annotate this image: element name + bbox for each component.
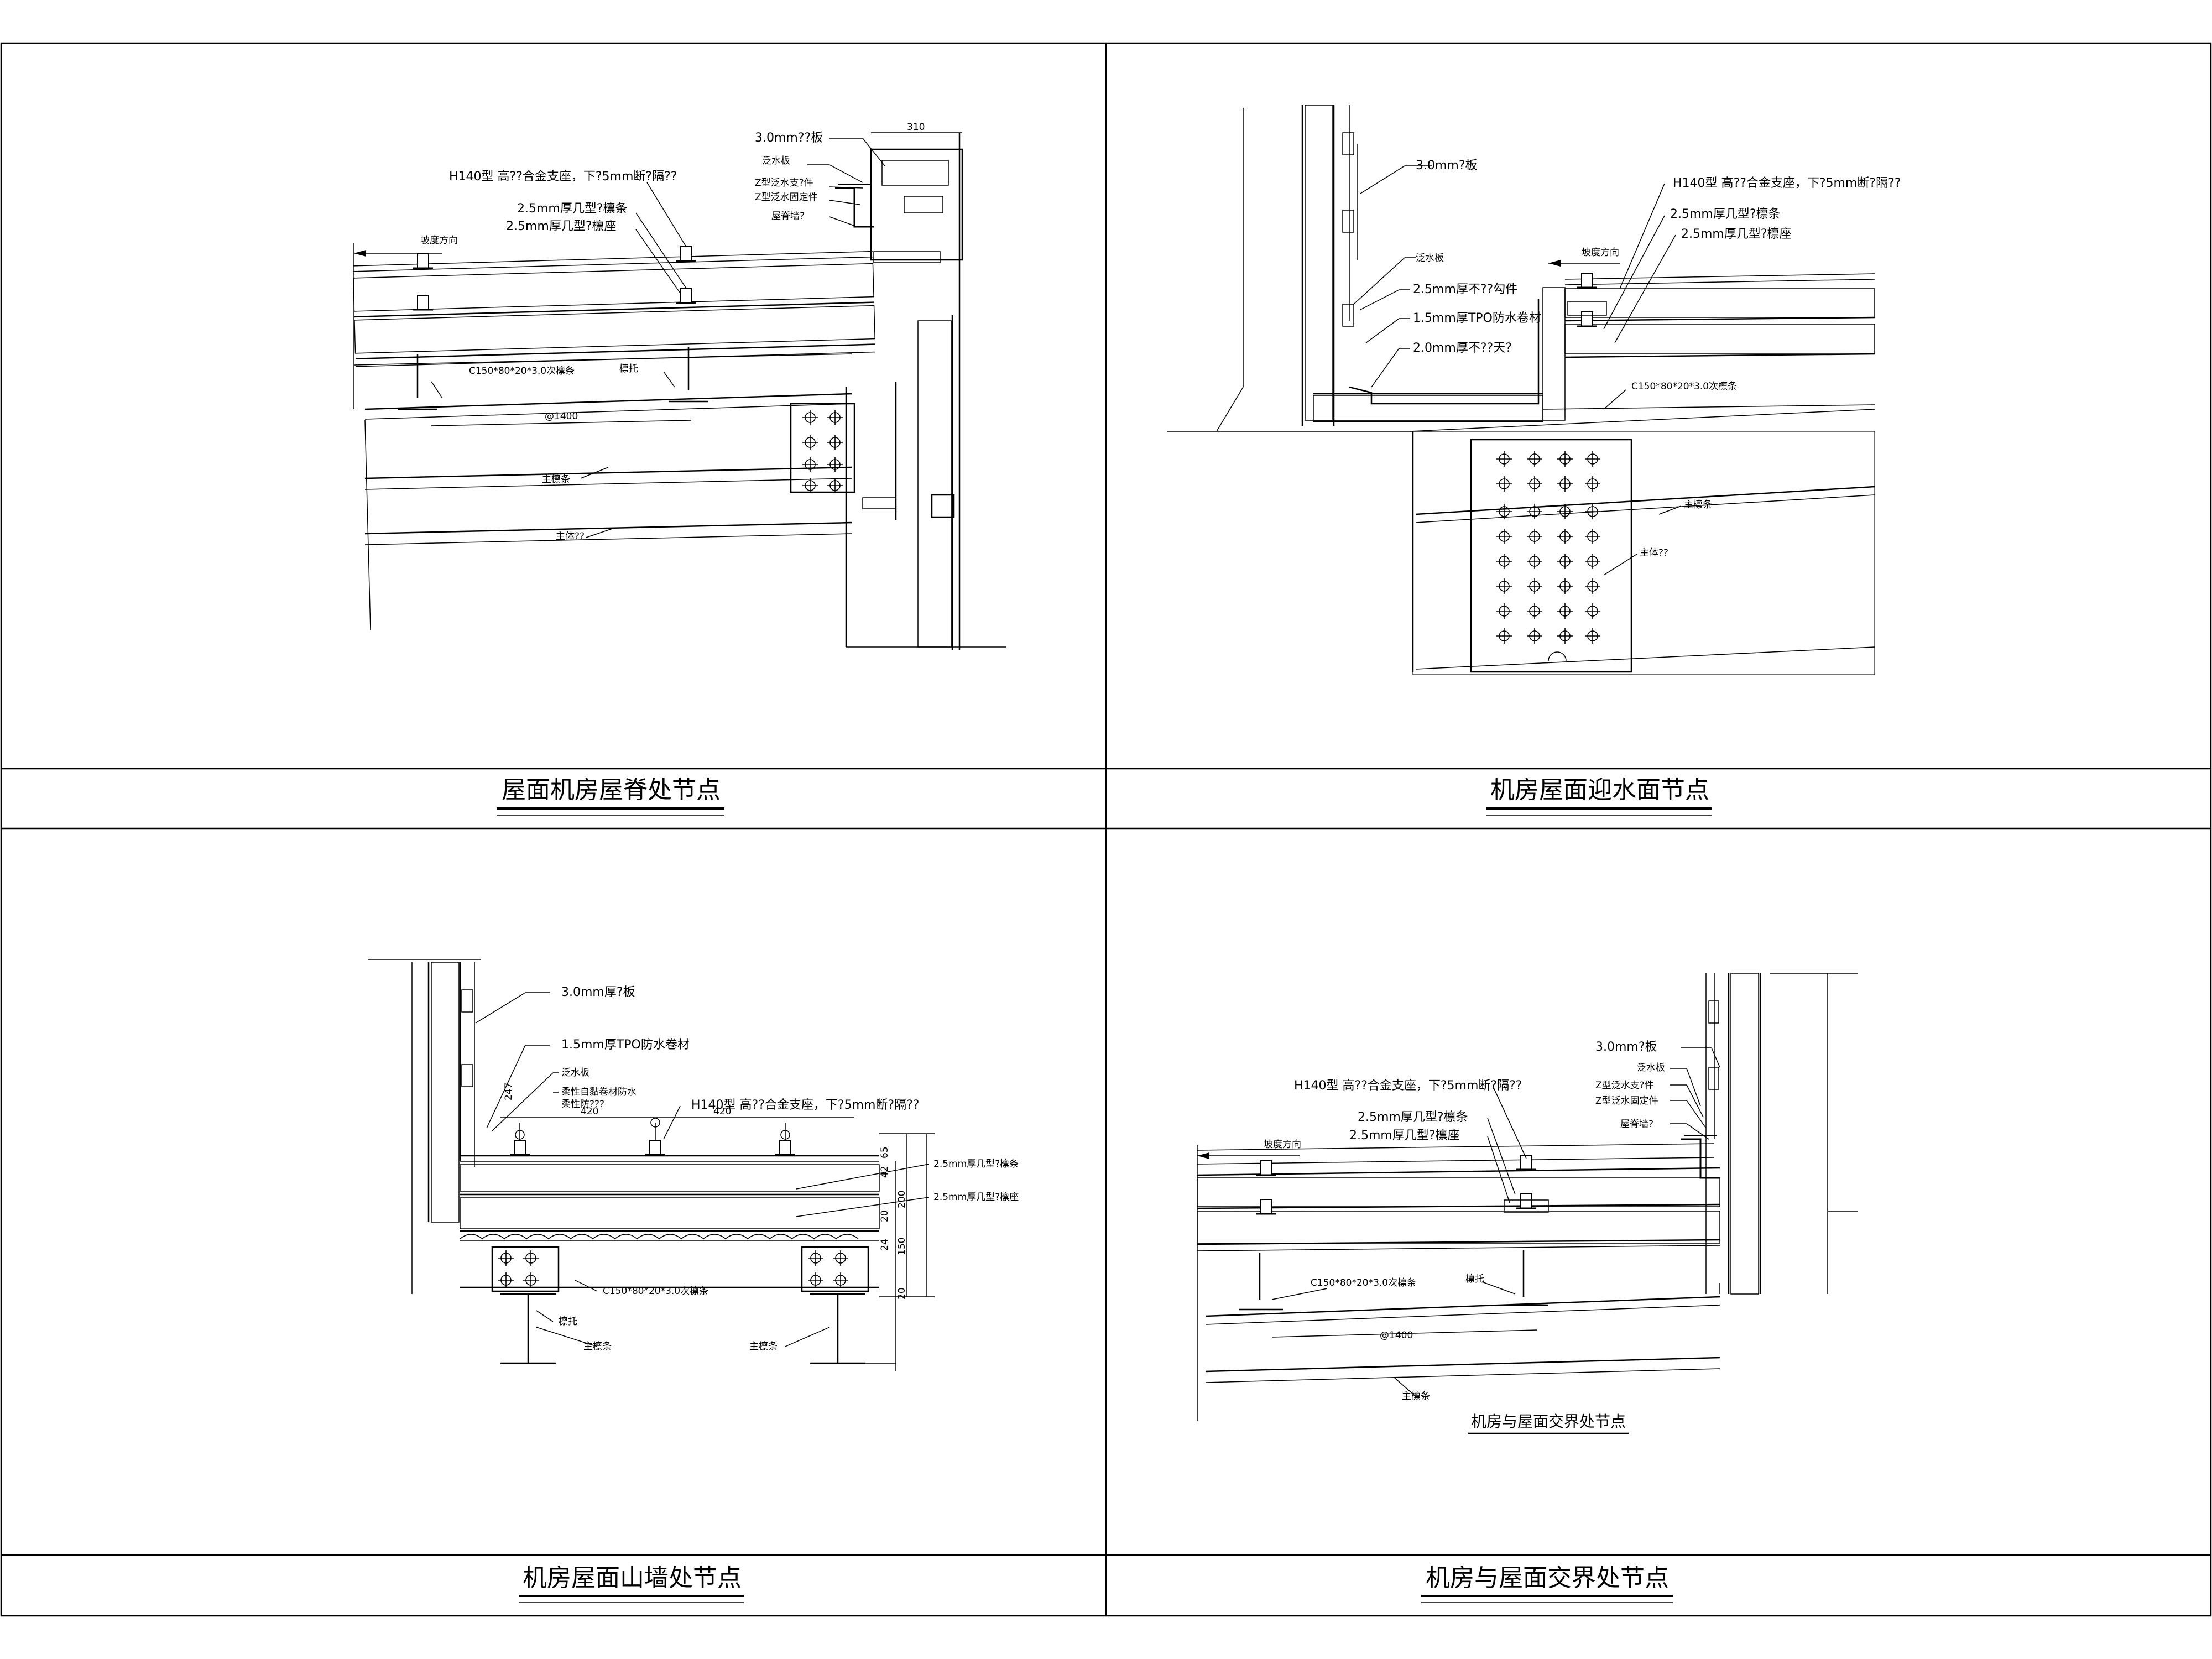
plate-label: 3.0mm?板	[1416, 159, 1478, 173]
secondary-purlin-label: C150*80*20*3.0次檩条	[1631, 381, 1737, 392]
purlin-seat-label: 2.5mm厚几型?檩座	[933, 1192, 1019, 1203]
panel-upstand-node: 坡度方向 3.0mm?板 泛水板 2.5mm厚不??勾件 1.5mm厚TPO防水…	[1167, 105, 1901, 816]
tpo-label: 1.5mm厚TPO防水卷材	[561, 1038, 690, 1052]
dim-20-b: 20	[896, 1287, 907, 1300]
slope-direction-label: 坡度方向	[1264, 1139, 1301, 1150]
purlin-strip-label: 2.5mm厚几型?檩条	[1358, 1110, 1468, 1124]
purlin-seat-label: 2.5mm厚几型?檩座	[1349, 1129, 1460, 1142]
tpo-label: 1.5mm厚TPO防水卷材	[1413, 311, 1541, 325]
dim-42: 42	[879, 1166, 890, 1178]
purlin-seat-label: 2.5mm厚几型?檩座	[506, 220, 617, 233]
panel-ridge-node: @1400 310 坡度方向	[353, 122, 1006, 816]
panel-gable-node: 420 420 247 65 42 200 20 150 24 20	[368, 959, 1019, 1603]
dim-247: 247	[503, 1083, 514, 1100]
panel-4-title: 机房与屋面交界处节点	[1426, 1564, 1669, 1592]
main-purlin-label: 主檩条	[1402, 1391, 1430, 1402]
flashing-label: 泛水板	[1637, 1062, 1665, 1073]
self-adhesive-label: 柔性自黏卷材防水	[561, 1087, 637, 1098]
dim-200: 200	[896, 1191, 907, 1208]
purlin-bracket-label: 檩托	[1465, 1274, 1484, 1285]
dim-420-b: 420	[713, 1106, 731, 1117]
dim-420-a: 420	[581, 1106, 598, 1117]
flexible-label: 柔性防???	[561, 1099, 604, 1110]
ridge-wall-label: 屋脊墙?	[771, 211, 805, 222]
panel-3-title: 机房屋面山墙处节点	[523, 1564, 742, 1592]
z-fixing-label: Z型泛水固定件	[1595, 1095, 1658, 1107]
secondary-purlin-label: C150*80*20*3.0次檩条	[603, 1286, 708, 1297]
slope-direction-label: 坡度方向	[1582, 247, 1619, 258]
main-purlin-label: 主檩条	[1684, 499, 1712, 510]
purlin-strip-label: 2.5mm厚几型?檩条	[517, 202, 628, 216]
purlin-seat-label: 2.5mm厚几型?檩座	[1681, 227, 1792, 241]
plate-label: 3.0mm??板	[755, 131, 823, 145]
gutter-label: 2.0mm厚不??天?	[1413, 341, 1512, 355]
purlin-strip-label: 2.5mm厚几型?檩条	[1670, 207, 1781, 221]
flashing-label: 泛水板	[561, 1067, 589, 1078]
plate-label: 3.0mm?板	[1595, 1040, 1657, 1054]
dim-150: 150	[896, 1238, 907, 1255]
h140-clip-label: H140型 高??合金支座，下?5mm断?隔??	[1294, 1079, 1522, 1093]
sheet-frame	[0, 42, 2212, 1617]
flashing-label: 泛水板	[762, 155, 790, 166]
panel-1-title: 屋面机房屋脊处节点	[502, 776, 721, 804]
main-structure-label: 主体??	[1640, 547, 1668, 559]
purlin-bracket-label: 檩托	[619, 363, 638, 374]
z-fixing-label: Z型泛水固定件	[755, 192, 818, 203]
main-purlin-label: 主檩条	[542, 474, 570, 485]
dim-65: 65	[879, 1146, 890, 1159]
h140-clip-label: H140型 高??合金支座，下?5mm断?隔??	[449, 170, 677, 184]
plate-label: 3.0mm厚?板	[561, 985, 635, 999]
panel-4-subtitle: 机房与屋面交界处节点	[1471, 1412, 1626, 1431]
dim-310: 310	[907, 122, 925, 133]
z-bracket-label: Z型泛水支?件	[1595, 1080, 1654, 1091]
secondary-purlin-label: C150*80*20*3.0次檩条	[1311, 1277, 1416, 1288]
dim-1400: @1400	[1380, 1330, 1413, 1341]
z-bracket-label: Z型泛水支?件	[755, 178, 813, 189]
main-structure-label: 主体??	[556, 531, 585, 542]
dim-24: 24	[879, 1239, 890, 1251]
h140-clip-label: H140型 高??合金支座，下?5mm断?隔??	[691, 1098, 919, 1112]
secondary-purlin-label: C150*80*20*3.0次檩条	[469, 366, 575, 377]
purlin-bracket-label: 檩托	[559, 1316, 577, 1327]
main-purlin-label-b: 主檩条	[749, 1341, 778, 1352]
flashing-label: 泛水板	[1416, 253, 1444, 264]
purlin-strip-label: 2.5mm厚几型?檩条	[933, 1159, 1019, 1170]
panel-junction-node: @1400 坡度方向 3.0mm?板 泛水板 Z型泛水支?件 Z型泛水固定件 屋…	[1197, 973, 1858, 1603]
ridge-wall-label: 屋脊墙?	[1620, 1119, 1653, 1130]
dim-20-a: 20	[879, 1210, 890, 1222]
dim-1400: @1400	[545, 411, 578, 422]
slope-direction-label: 坡度方向	[420, 235, 458, 246]
main-purlin-label-a: 主檩条	[583, 1341, 612, 1352]
h140-clip-label: H140型 高??合金支座，下?5mm断?隔??	[1673, 176, 1901, 190]
hook-label: 2.5mm厚不??勾件	[1413, 283, 1517, 296]
panel-2-title: 机房屋面迎水面节点	[1490, 776, 1709, 804]
